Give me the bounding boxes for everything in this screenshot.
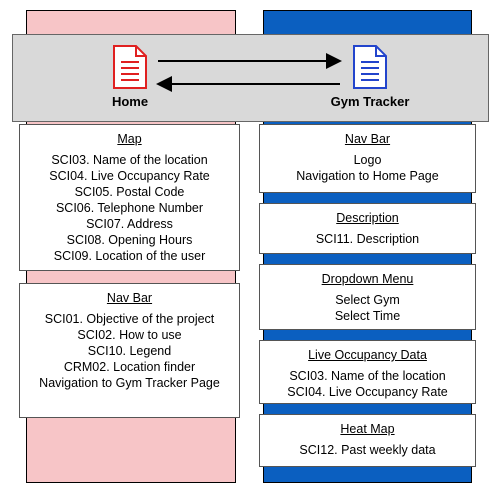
list-item: SCI06. Telephone Number xyxy=(55,201,204,215)
list-item: Select Time xyxy=(334,309,401,323)
home-page-node: Home xyxy=(90,44,170,109)
gym-nav-bar-title: Nav Bar xyxy=(344,132,391,146)
list-item: SCI11. Description xyxy=(315,232,420,246)
description-section: Description SCI11. Description xyxy=(259,203,476,254)
document-icon xyxy=(113,45,147,89)
list-item: SCI05. Postal Code xyxy=(74,185,185,199)
list-item: SCI07. Address xyxy=(86,217,173,231)
map-section-title: Map xyxy=(117,132,142,146)
list-item: SCI03. Name of the location xyxy=(51,153,208,167)
live-occupancy-title: Live Occupancy Data xyxy=(308,348,427,362)
home-nav-bar-section: Nav Bar SCI01. Objective of the project … xyxy=(19,283,240,418)
list-item: Select Gym xyxy=(335,293,400,307)
heat-map-section: Heat Map SCI12. Past weekly data xyxy=(259,414,476,467)
list-item: SCI12. Past weekly data xyxy=(299,443,436,457)
list-item: SCI10. Legend xyxy=(87,344,172,358)
list-item: SCI09. Location of the user xyxy=(53,249,206,263)
list-item: SCI03. Name of the location xyxy=(289,369,446,383)
list-item: SCI04. Live Occupancy Rate xyxy=(49,169,210,183)
dropdown-menu-title: Dropdown Menu xyxy=(321,272,414,286)
home-nav-bar-title: Nav Bar xyxy=(106,291,153,305)
gym-tracker-page-node: Gym Tracker xyxy=(315,44,425,109)
gym-nav-bar-section: Nav Bar Logo Navigation to Home Page xyxy=(259,124,476,193)
list-item: Navigation to Gym Tracker Page xyxy=(39,376,220,390)
document-icon xyxy=(353,45,387,89)
gym-tracker-page-label: Gym Tracker xyxy=(330,94,410,109)
home-page-label: Home xyxy=(111,94,149,109)
heat-map-title: Heat Map xyxy=(340,422,395,436)
list-item: CRM02. Location finder xyxy=(63,360,196,374)
page-navigation-band xyxy=(12,34,489,122)
list-item: SCI04. Live Occupancy Rate xyxy=(287,385,448,399)
list-item: SCI02. How to use xyxy=(77,328,182,342)
description-title: Description xyxy=(336,211,399,225)
live-occupancy-section: Live Occupancy Data SCI03. Name of the l… xyxy=(259,340,476,404)
list-item: Navigation to Home Page xyxy=(296,169,439,183)
map-section: Map SCI03. Name of the location SCI04. L… xyxy=(19,124,240,271)
list-item: SCI08. Opening Hours xyxy=(66,233,193,247)
list-item: Logo xyxy=(353,153,382,167)
list-item: SCI01. Objective of the project xyxy=(44,312,215,326)
dropdown-menu-section: Dropdown Menu Select Gym Select Time xyxy=(259,264,476,330)
